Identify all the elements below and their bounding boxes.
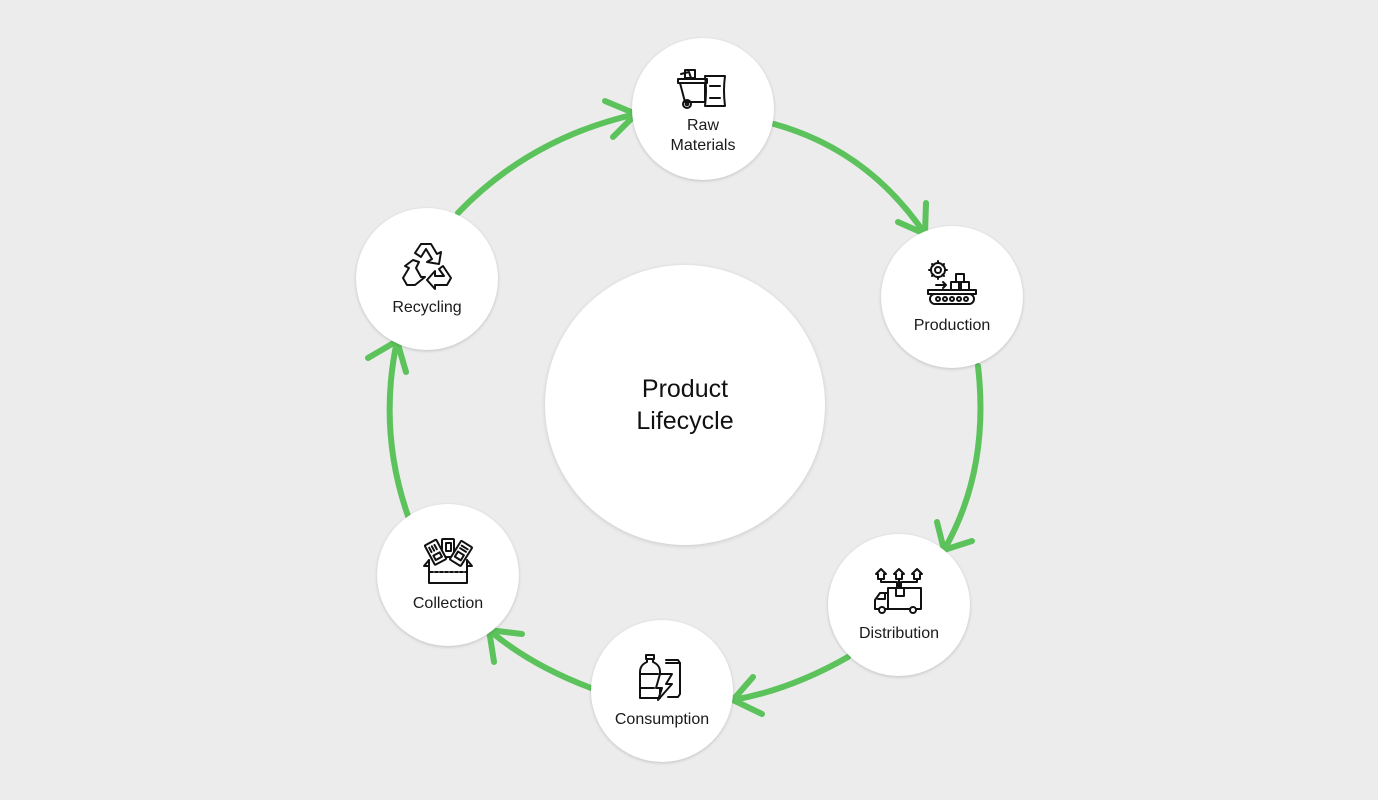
arrow-recycling-to-raw (455, 111, 639, 216)
arrowhead-recycling (365, 338, 409, 375)
bottle-and-can-icon (634, 652, 690, 702)
stage-label: Recycling (392, 299, 462, 316)
stage-recycling: Recycling (356, 208, 498, 350)
stage-label: Collection (412, 595, 484, 612)
stage-label: Consumption (614, 711, 710, 728)
center-hub: Product Lifecycle (545, 265, 825, 545)
stage-distribution: Distribution (828, 534, 970, 676)
arrow-consumption-to-collection (486, 627, 594, 691)
arrow-production-to-distribution (941, 363, 984, 553)
stage-raw-materials: Raw Materials (632, 38, 774, 180)
conveyor-belt-gear-icon (924, 258, 980, 308)
trash-cart-and-sack-icon (675, 62, 731, 112)
arrow-collection-to-recycling (386, 338, 411, 519)
stage-label: Raw Materials (670, 117, 736, 154)
arrowhead-consumption (730, 674, 765, 717)
stage-collection: Collection (377, 504, 519, 646)
delivery-truck-icon (871, 566, 927, 616)
stage-label: Distribution (858, 625, 940, 642)
stage-consumption: Consumption (591, 620, 733, 762)
stage-production: Production (881, 226, 1023, 368)
arrow-distribution-to-consumption (730, 654, 851, 703)
arrow-raw-to-production (771, 121, 928, 237)
diagram-title: Product Lifecycle (636, 375, 734, 435)
recycle-icon (399, 240, 455, 290)
collection-box-icon (420, 536, 476, 586)
stage-label: Production (913, 317, 991, 334)
